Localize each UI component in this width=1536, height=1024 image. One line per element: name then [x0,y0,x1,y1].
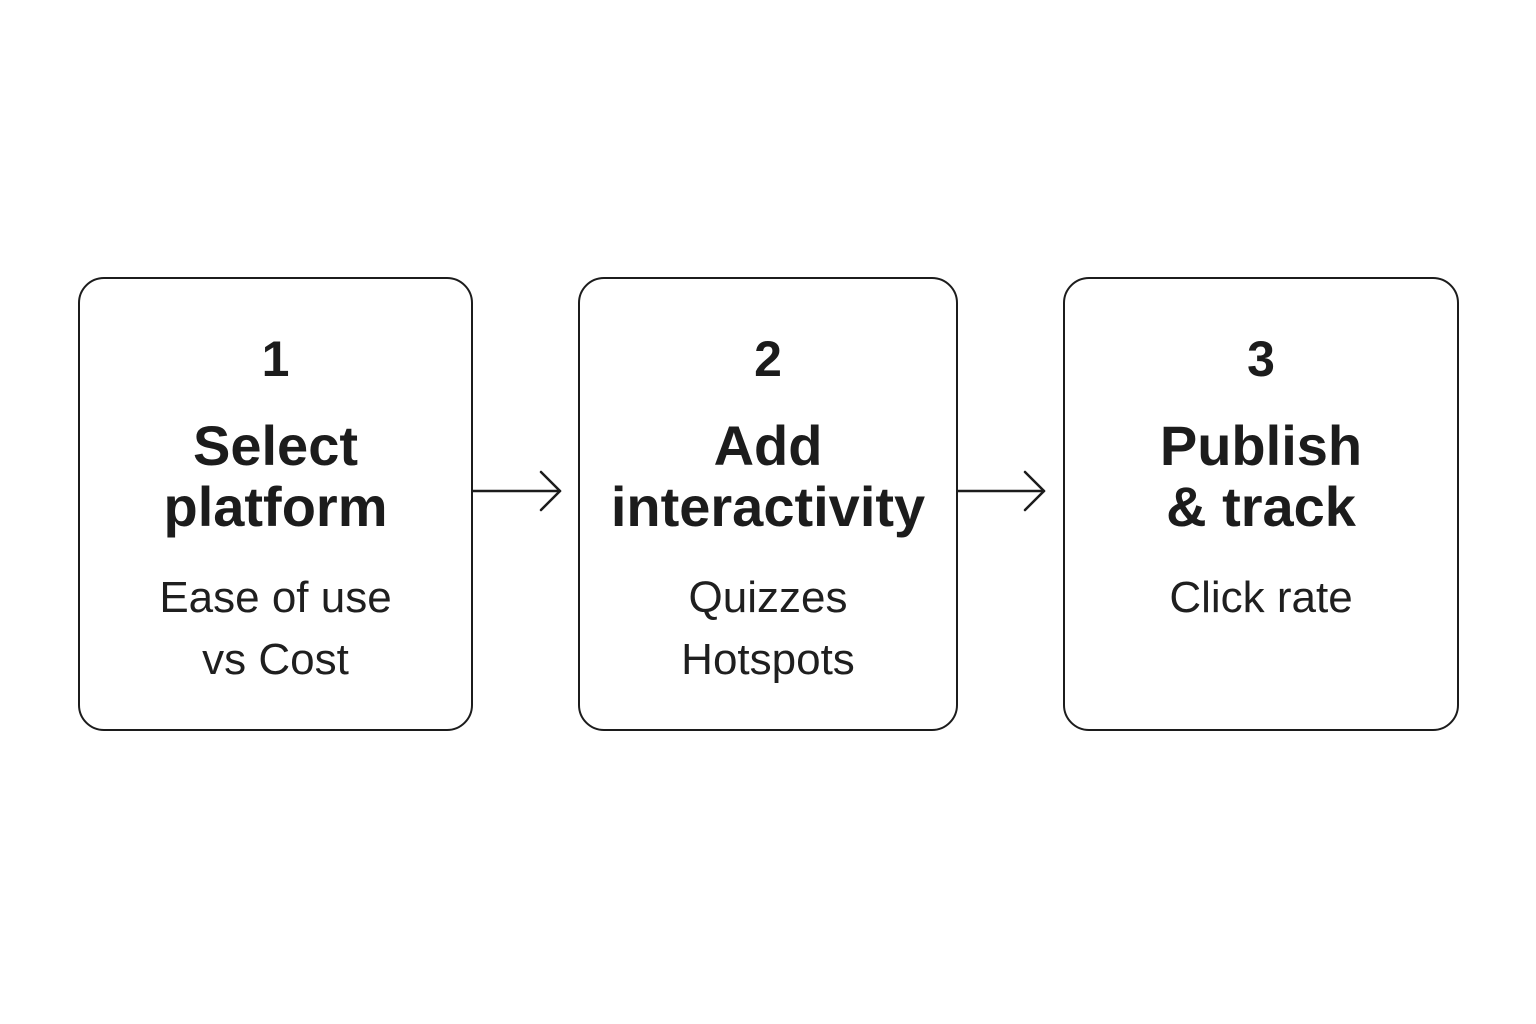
step-title-line: Add [713,414,823,477]
step-detail-line: Click rate [1169,573,1353,622]
step-title-line: Select [193,414,358,477]
step-detail-line: Hotspots [681,635,855,684]
step-detail-line: Quizzes [688,573,848,622]
step-title-line: platform [163,475,388,538]
step-number: 1 [261,331,290,387]
step-number: 2 [754,331,782,387]
step-box-2: 2 Add interactivity Quizzes Hotspots [578,277,958,731]
step-box-1: 1 Select platform Ease of use vs Cost [78,277,473,731]
step-title: Select platform [70,415,481,537]
step-number: 3 [1247,331,1275,387]
arrow-right-icon [471,470,562,512]
step-title-line: & track [1166,475,1356,538]
step-box-3: 3 Publish & track Click rate [1063,277,1459,731]
step-title: Publish & track [1055,415,1467,537]
step-title: Add interactivity [570,415,966,537]
step-detail-line: Ease of use [159,573,392,622]
step-detail-line: vs Cost [202,635,349,684]
step-detail: Click rate [1055,567,1467,629]
step-detail: Ease of use vs Cost [70,567,481,691]
step-detail: Quizzes Hotspots [570,567,966,691]
arrow-right-icon [956,470,1046,512]
step-title-line: Publish [1159,414,1363,477]
step-title-line: interactivity [610,475,926,538]
